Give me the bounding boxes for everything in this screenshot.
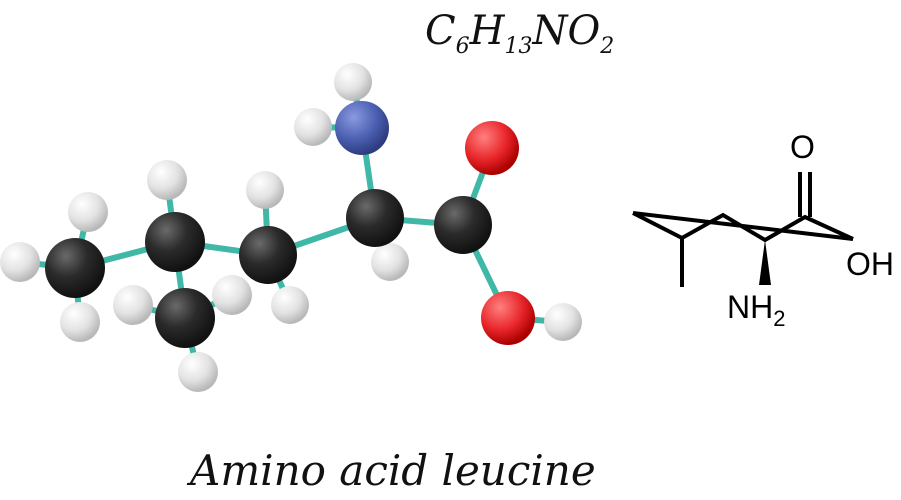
carbon-atoms [45,189,492,348]
caption: Amino acid leucine [190,446,596,495]
oxygen-atom [465,121,519,175]
hydroxyl-oxygen-atom [481,291,535,345]
skeletal-formula [632,172,854,287]
amine-label: NH2 [727,289,785,331]
nitrogen-atom [335,101,389,155]
molecular-formula: C6H13NO2 [425,8,615,59]
oxygen-label: O [790,129,815,165]
hydrogen-atoms [0,63,582,392]
hydroxyl-label: OH [846,246,894,282]
